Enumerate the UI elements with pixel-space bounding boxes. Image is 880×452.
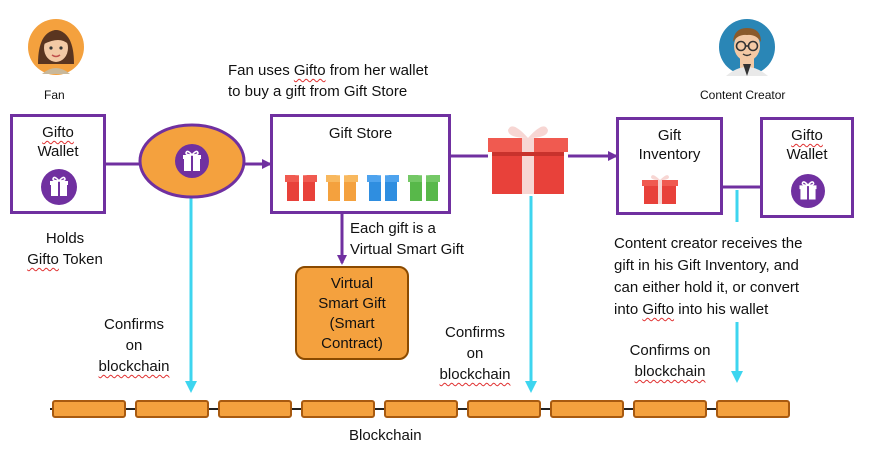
holds-line2-token: Token [58,251,103,268]
holds-gifto-token-text: Holds Gifto Token [10,228,120,270]
gift-store-box: Gift Store [270,114,451,214]
creator-caption-line4: into Gifto into his wallet [614,299,802,321]
inventory-line2: Inventory [638,146,701,163]
creator-caption-line2: gift in his Gift Inventory, and [614,257,799,274]
inventory-gift-box-icon [642,175,678,204]
cc-l4c: into his wallet [674,301,769,318]
fan-wallet-line2: Wallet [37,143,79,160]
creator-gifto-wallet-box: Gifto Wallet [760,117,854,218]
creator-caption: Content creator receives the gift in his… [614,233,802,321]
creator-avatar-icon [719,19,775,76]
gift-store-title: Gift Store [328,125,393,142]
top-caption: Fan uses Gifto from her wallet to buy a … [228,60,428,102]
vsg-line2: Smart Gift [318,295,386,312]
confirms-3-l3: blockchain [634,363,706,380]
vsg-line1: Virtual [330,275,374,292]
gift-store-gifts [285,170,440,201]
confirms-1-l1: Confirms [103,316,164,333]
confirms-label-3: Confirms on blockchain [613,340,727,382]
confirms-2-l1: Confirms [444,324,505,341]
creator-gift-icon [791,174,825,208]
gift-box-icon-green [408,170,440,201]
top-caption-line2: to buy a gift from Gift Store [228,83,408,100]
confirms-label-2: Confirms on blockchain [423,322,527,385]
top-caption-l1c: from her wallet [325,62,429,79]
creator-wallet-line1: Gifto [791,127,823,144]
blockchain-label: Blockchain [349,427,422,444]
inventory-line1: Gift [657,127,682,144]
cc-l4a: into [614,301,643,318]
gift-box-icon-red [285,170,317,201]
fan-gifto-wallet-box: Gifto Wallet [10,114,106,214]
fan-wallet-line1: Gifto [42,124,74,141]
gift-box-icon-blue [367,170,399,201]
vsg-line3: (Smart [329,315,375,332]
confirms-1-l2: on [125,337,143,354]
holds-line2-gifto: Gifto [27,251,59,268]
fan-avatar-icon [28,19,84,75]
confirms-1-l3: blockchain [98,358,170,375]
vsg-line4: Contract) [321,335,383,352]
confirms-2-l3: blockchain [439,366,511,383]
cc-l4-gifto: Gifto [642,301,675,318]
big-gift-box-icon [488,126,568,194]
holds-line2: Gifto Token [10,249,120,270]
virtual-smart-gift-box: Virtual Smart Gift (Smart Contract) [295,266,409,360]
confirms-label-1: Confirms on blockchain [84,314,184,377]
holds-line1: Holds [45,230,85,247]
confirms-2-l2: on [466,345,484,362]
top-caption-gifto: Gifto [293,62,326,79]
gifto-coin [138,123,246,199]
creator-caption-line3: can either hold it, or convert [614,279,800,296]
top-caption-line1: Fan uses Gifto from her wallet [228,60,428,81]
gift-icon [41,169,77,205]
top-caption-l1a: Fan uses [228,62,294,79]
creator-wallet-line2: Wallet [786,146,828,163]
creator-label: Content Creator [700,88,786,102]
each-gift-line2: Virtual Smart Gift [350,241,464,258]
gift-inventory-box: Gift Inventory [616,117,723,215]
gift-box-icon-orange [326,170,358,201]
each-gift-caption: Each gift is a Virtual Smart Gift [350,218,464,260]
confirms-3-l1: Confirms on [629,342,711,359]
creator-caption-line1: Content creator receives the [614,235,803,252]
fan-label: Fan [44,88,65,102]
each-gift-line1: Each gift is a [350,220,436,237]
